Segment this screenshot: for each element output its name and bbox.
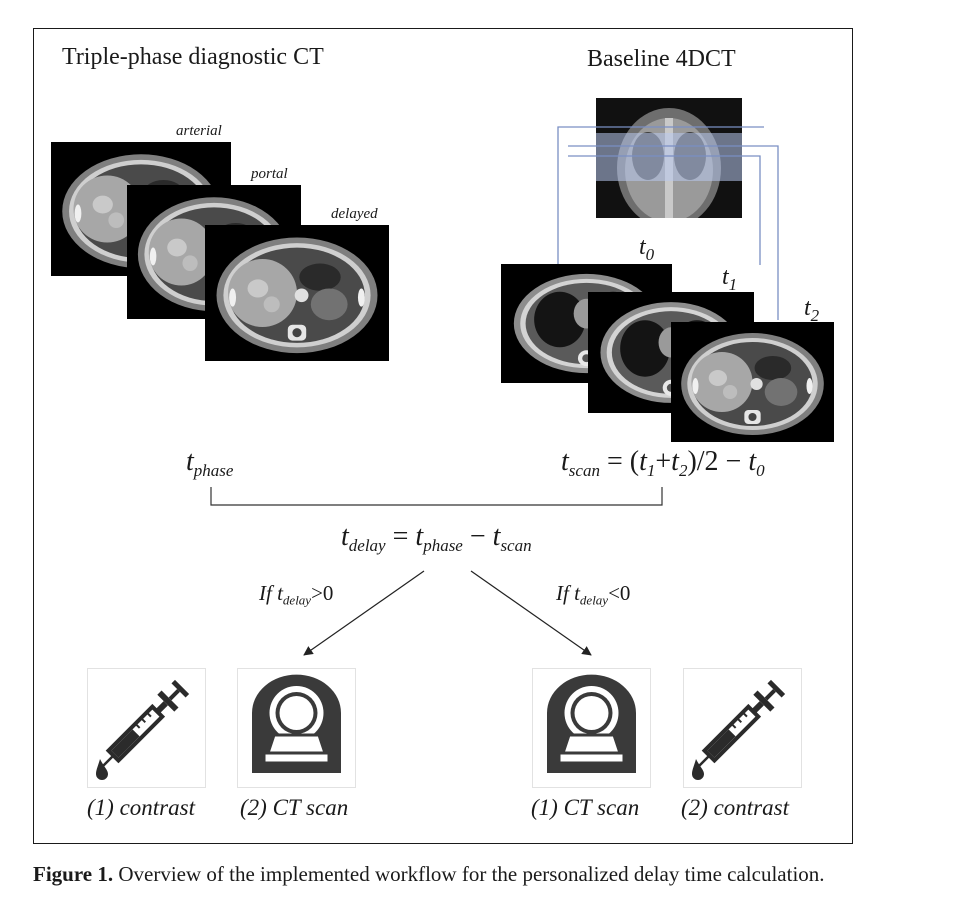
figure-frame	[33, 28, 853, 844]
diagnostic-ct-title: Triple-phase diagnostic CT	[62, 44, 324, 70]
phase-label-portal: portal	[251, 166, 288, 182]
condition-positive-delay: If tdelay>0	[259, 581, 334, 608]
syringe-icon	[684, 669, 801, 787]
baseline-4dct-title: Baseline 4DCT	[587, 46, 736, 72]
figure-caption-label: Figure 1.	[33, 862, 114, 886]
phase-label-arterial: arterial	[176, 123, 222, 139]
step-right-2: (2) contrast	[681, 795, 789, 820]
t-scan-equation: tscan = (t1+t2)/2 − t0	[561, 446, 765, 480]
time-label-t0: t0	[639, 234, 655, 264]
time-label-t2: t2	[804, 295, 820, 325]
coronal-scout-image	[596, 98, 742, 218]
condition-negative-delay: If tdelay<0	[556, 581, 631, 608]
ct-image-delayed	[205, 225, 389, 361]
phase-label-delayed: delayed	[331, 206, 378, 222]
ct-scanner-icon	[238, 669, 355, 787]
t-delay-equation: tdelay = tphase − tscan	[341, 521, 532, 555]
ct-slice-t2	[671, 322, 834, 442]
ct-scanner-icon	[533, 669, 650, 787]
figure-caption-text: Overview of the implemented workflow for…	[113, 862, 825, 886]
step-left-1: (1) contrast	[87, 795, 195, 820]
step-right-1: (1) CT scan	[531, 795, 640, 820]
t-phase-label: tphase	[186, 446, 234, 480]
figure-caption: Figure 1. Overview of the implemented wo…	[33, 862, 825, 887]
step-left-2: (2) CT scan	[240, 795, 349, 820]
syringe-icon	[88, 669, 205, 787]
time-label-t1: t1	[722, 264, 738, 294]
